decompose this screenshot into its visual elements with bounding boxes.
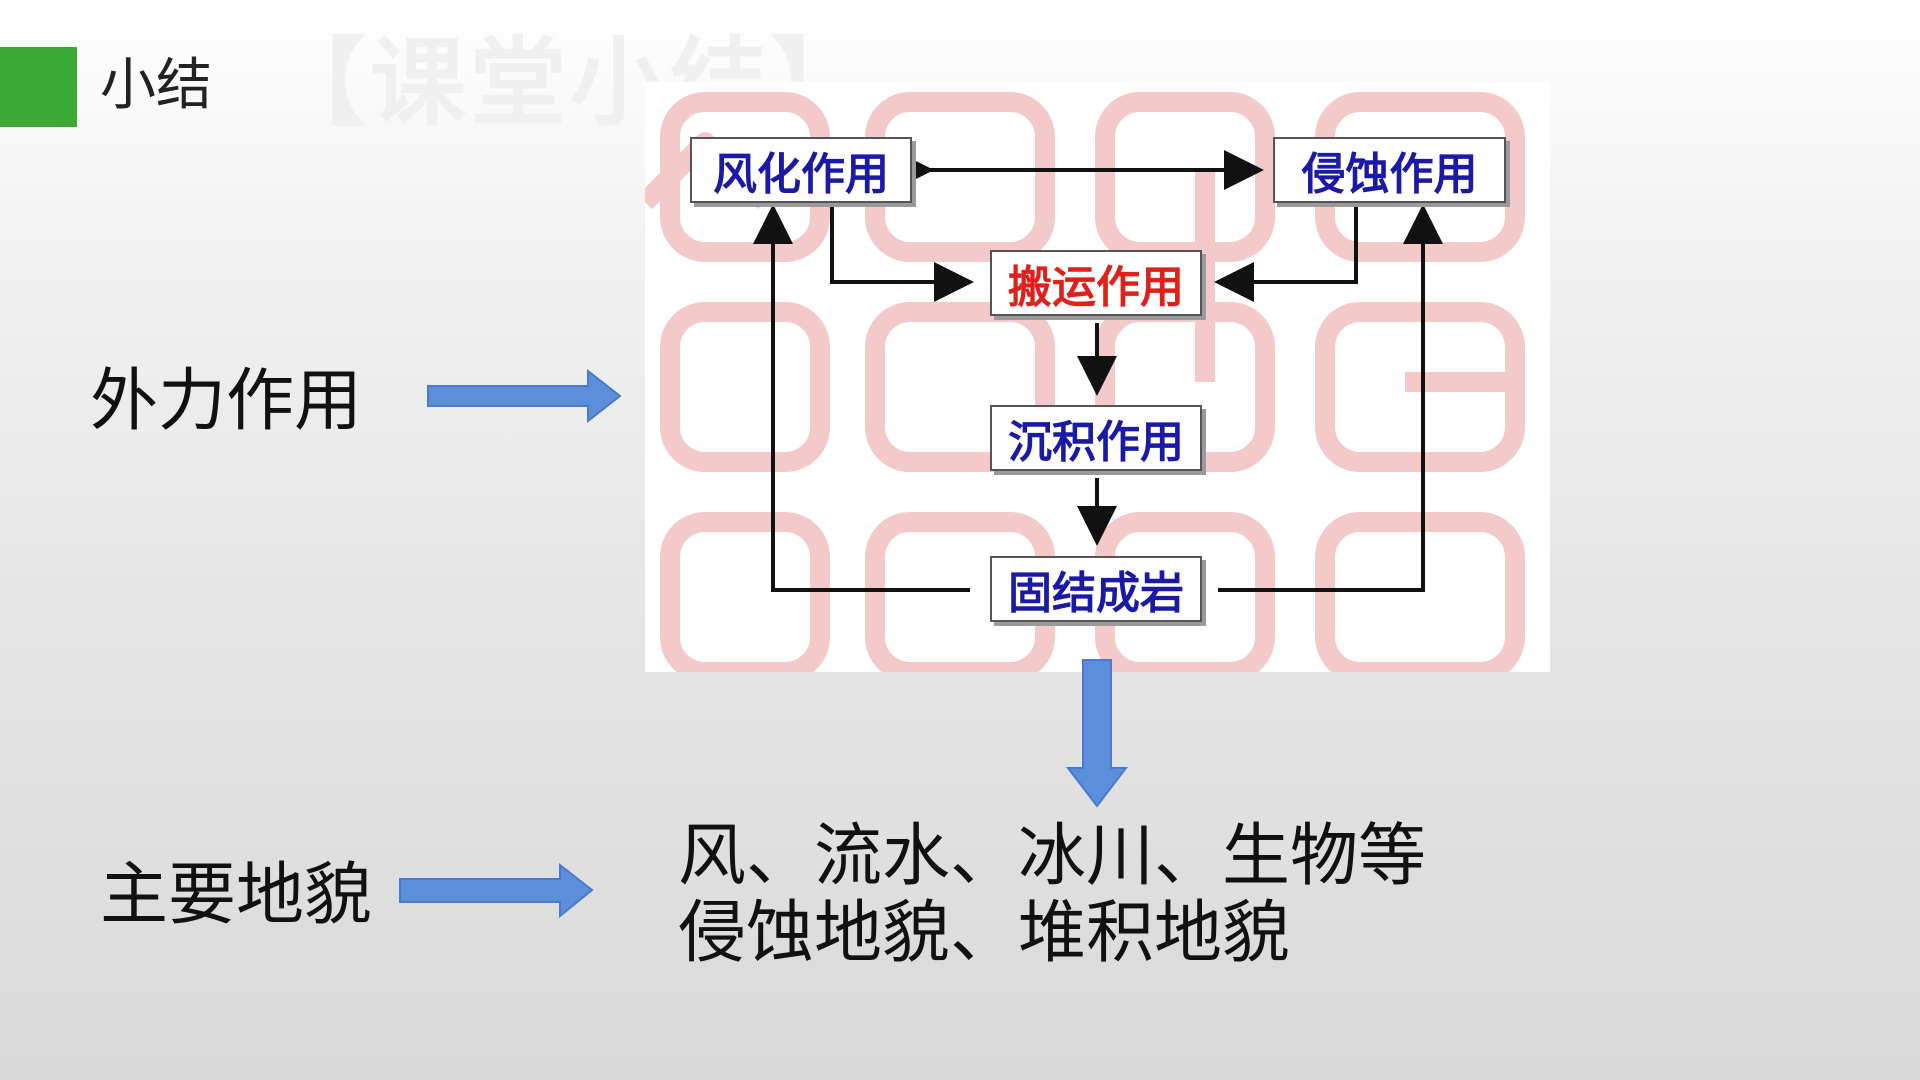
node-weathering: 风化作用 — [690, 137, 912, 203]
landform-types-text: 侵蚀地貌、堆积地貌 — [678, 894, 1291, 973]
main-landforms-label: 主要地貌 — [100, 856, 373, 935]
consolidation-to-erosion — [1218, 204, 1443, 592]
erosion-to-transport — [1214, 206, 1358, 302]
title-accent-block — [0, 47, 77, 127]
down-arrow-icon — [1065, 659, 1129, 808]
external-force-label: 外力作用 — [90, 362, 363, 441]
right-arrow-icon — [399, 862, 594, 919]
weathering-to-transport — [830, 206, 974, 302]
node-consolidation: 固结成岩 — [990, 556, 1202, 622]
landform-agents-text: 风、流水、冰川、生物等 — [678, 817, 1427, 896]
diagram-connectors — [753, 150, 1443, 592]
node-transport: 搬运作用 — [990, 250, 1202, 316]
right-arrow-icon — [427, 368, 622, 424]
process-diagram: 风化作用 侵蚀作用 搬运作用 沉积作用 固结成岩 — [645, 82, 1550, 672]
consolidation-to-weathering — [753, 204, 970, 592]
slide-title: 小结 — [100, 53, 212, 118]
node-deposition: 沉积作用 — [990, 405, 1202, 471]
node-erosion: 侵蚀作用 — [1273, 137, 1506, 203]
